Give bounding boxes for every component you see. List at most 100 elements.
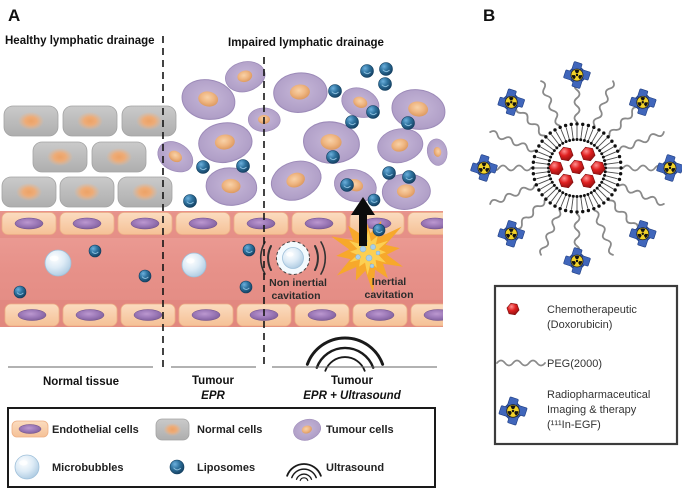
doxorubicin-molecule bbox=[590, 160, 606, 176]
doxorubicin-icon bbox=[506, 302, 520, 316]
ultrasound-icon bbox=[286, 463, 322, 482]
non-inertial-cavitation bbox=[259, 241, 327, 275]
liposome-icon bbox=[326, 150, 340, 164]
panel-a-label: A bbox=[8, 6, 20, 25]
peg-chain bbox=[539, 209, 562, 256]
endothelial-cell bbox=[59, 212, 115, 235]
endothelial-cell bbox=[1, 212, 57, 235]
impaired-drainage-title: Impaired lymphatic drainage bbox=[228, 37, 384, 49]
liposome-icon bbox=[382, 166, 396, 180]
doxorubicin-molecule bbox=[558, 146, 574, 162]
tumour-cell bbox=[181, 79, 236, 120]
liposome-icon bbox=[366, 105, 380, 119]
radiolabel-icon bbox=[563, 61, 591, 89]
ultrasound-waves-icon bbox=[305, 336, 385, 372]
peg-chain bbox=[608, 106, 639, 137]
tumour-cell bbox=[303, 121, 360, 164]
endothelial-cell bbox=[407, 212, 443, 235]
liposome-icon bbox=[378, 77, 392, 91]
endothelial-cell bbox=[4, 303, 60, 327]
liposome-icon bbox=[367, 193, 381, 207]
liposome-icon bbox=[138, 269, 152, 283]
tumour-cell bbox=[391, 89, 446, 130]
liposome-icon bbox=[169, 459, 185, 475]
microbubble-icon bbox=[44, 249, 72, 277]
non-inertial-cavitation-label: Non inertial bbox=[269, 277, 327, 289]
peg-chain bbox=[540, 80, 561, 127]
liposome-icon bbox=[372, 223, 386, 237]
liposome-icon bbox=[239, 280, 253, 294]
tumour-cell bbox=[205, 167, 258, 206]
doxorubicin-molecule bbox=[569, 159, 585, 175]
region-label-tumour-epr: Tumour bbox=[192, 375, 234, 387]
legend-label-imaging-therapy: Imaging & therapy bbox=[547, 404, 637, 416]
peg-chain bbox=[592, 80, 615, 127]
legend-label-chemotherapeutic: Chemotherapeutic bbox=[547, 304, 637, 316]
endothelial-cell bbox=[178, 303, 234, 327]
normal-cell bbox=[59, 176, 115, 208]
region-sublabel-epr: EPR bbox=[201, 390, 225, 402]
liposome-icon bbox=[196, 160, 210, 174]
endothelial-cell bbox=[410, 303, 443, 327]
endothelial-cell bbox=[117, 212, 173, 235]
endothelial-cell bbox=[120, 303, 176, 327]
inertial-cavitation-label: Inertial bbox=[372, 276, 407, 288]
legend-label-radiopharmaceutical: Radiopharmaceutical bbox=[547, 389, 650, 401]
normal-cell bbox=[117, 176, 173, 208]
radiolabel-icon bbox=[498, 396, 528, 426]
normal-cell bbox=[32, 141, 88, 173]
radiolabel-icon bbox=[497, 88, 525, 116]
legend-label-peg: PEG(2000) bbox=[547, 358, 602, 370]
endothelial-cell bbox=[233, 212, 289, 235]
peg-chain bbox=[490, 164, 532, 172]
legend-label-doxorubicin: (Doxorubicin) bbox=[547, 319, 612, 331]
legend-label-normal-cells: Normal cells bbox=[197, 424, 262, 436]
tumour-cell bbox=[293, 418, 321, 441]
normal-cell bbox=[91, 141, 147, 173]
tumour-cell bbox=[198, 122, 253, 163]
tumour-cell bbox=[157, 141, 194, 173]
healthy-drainage-title: Healthy lymphatic drainage bbox=[5, 35, 155, 47]
panel-b-label: B bbox=[483, 6, 495, 25]
peg-chain bbox=[515, 106, 546, 137]
region-label-normal-tissue: Normal tissue bbox=[43, 376, 119, 388]
legend-label-liposomes: Liposomes bbox=[197, 462, 255, 474]
tumour-cell bbox=[273, 72, 328, 113]
doxorubicin-molecule bbox=[558, 173, 574, 189]
normal-cell-icon bbox=[155, 418, 190, 441]
doxorubicin-molecule bbox=[580, 173, 596, 189]
liposome-icon bbox=[242, 243, 256, 257]
microbubble-icon bbox=[14, 454, 40, 480]
tumour-cell-icon bbox=[293, 418, 321, 441]
peg-chain bbox=[608, 199, 639, 230]
peg-chain bbox=[573, 81, 581, 123]
liposome-icon bbox=[328, 84, 342, 98]
peg-chain bbox=[622, 164, 664, 172]
non-inertial-cavitation-label-2: cavitation bbox=[271, 290, 320, 302]
liposome-icon bbox=[88, 244, 102, 258]
doxorubicin-molecule bbox=[580, 146, 596, 162]
microbubble-icon bbox=[282, 247, 304, 269]
legend-label-ultrasound: Ultrasound bbox=[326, 462, 384, 474]
legend-label-tumour-cells: Tumour cells bbox=[326, 424, 394, 436]
region-label-tumour-us: Tumour bbox=[331, 375, 373, 387]
normal-cell bbox=[62, 105, 118, 137]
radiolabel-icon bbox=[470, 154, 498, 182]
liposome-icon bbox=[379, 62, 393, 76]
liposome-icon bbox=[236, 159, 250, 173]
endothelial-cell bbox=[175, 212, 231, 235]
radiopharmaceutical-icon bbox=[498, 396, 528, 426]
microbubble-icon bbox=[181, 252, 207, 278]
region-sublabel-epr-ultrasound: EPR + Ultrasound bbox=[303, 390, 401, 402]
liposome-icon bbox=[340, 178, 354, 192]
extravasation-arrow-icon bbox=[351, 197, 375, 246]
panel-a-legend-box bbox=[7, 407, 436, 488]
tumour-cell bbox=[270, 160, 322, 201]
blood-vessel bbox=[0, 211, 443, 327]
liposome-construct bbox=[470, 61, 682, 275]
liposome-icon bbox=[345, 115, 359, 129]
radiolabel-icon bbox=[497, 220, 525, 248]
endothelial-cell bbox=[62, 303, 118, 327]
